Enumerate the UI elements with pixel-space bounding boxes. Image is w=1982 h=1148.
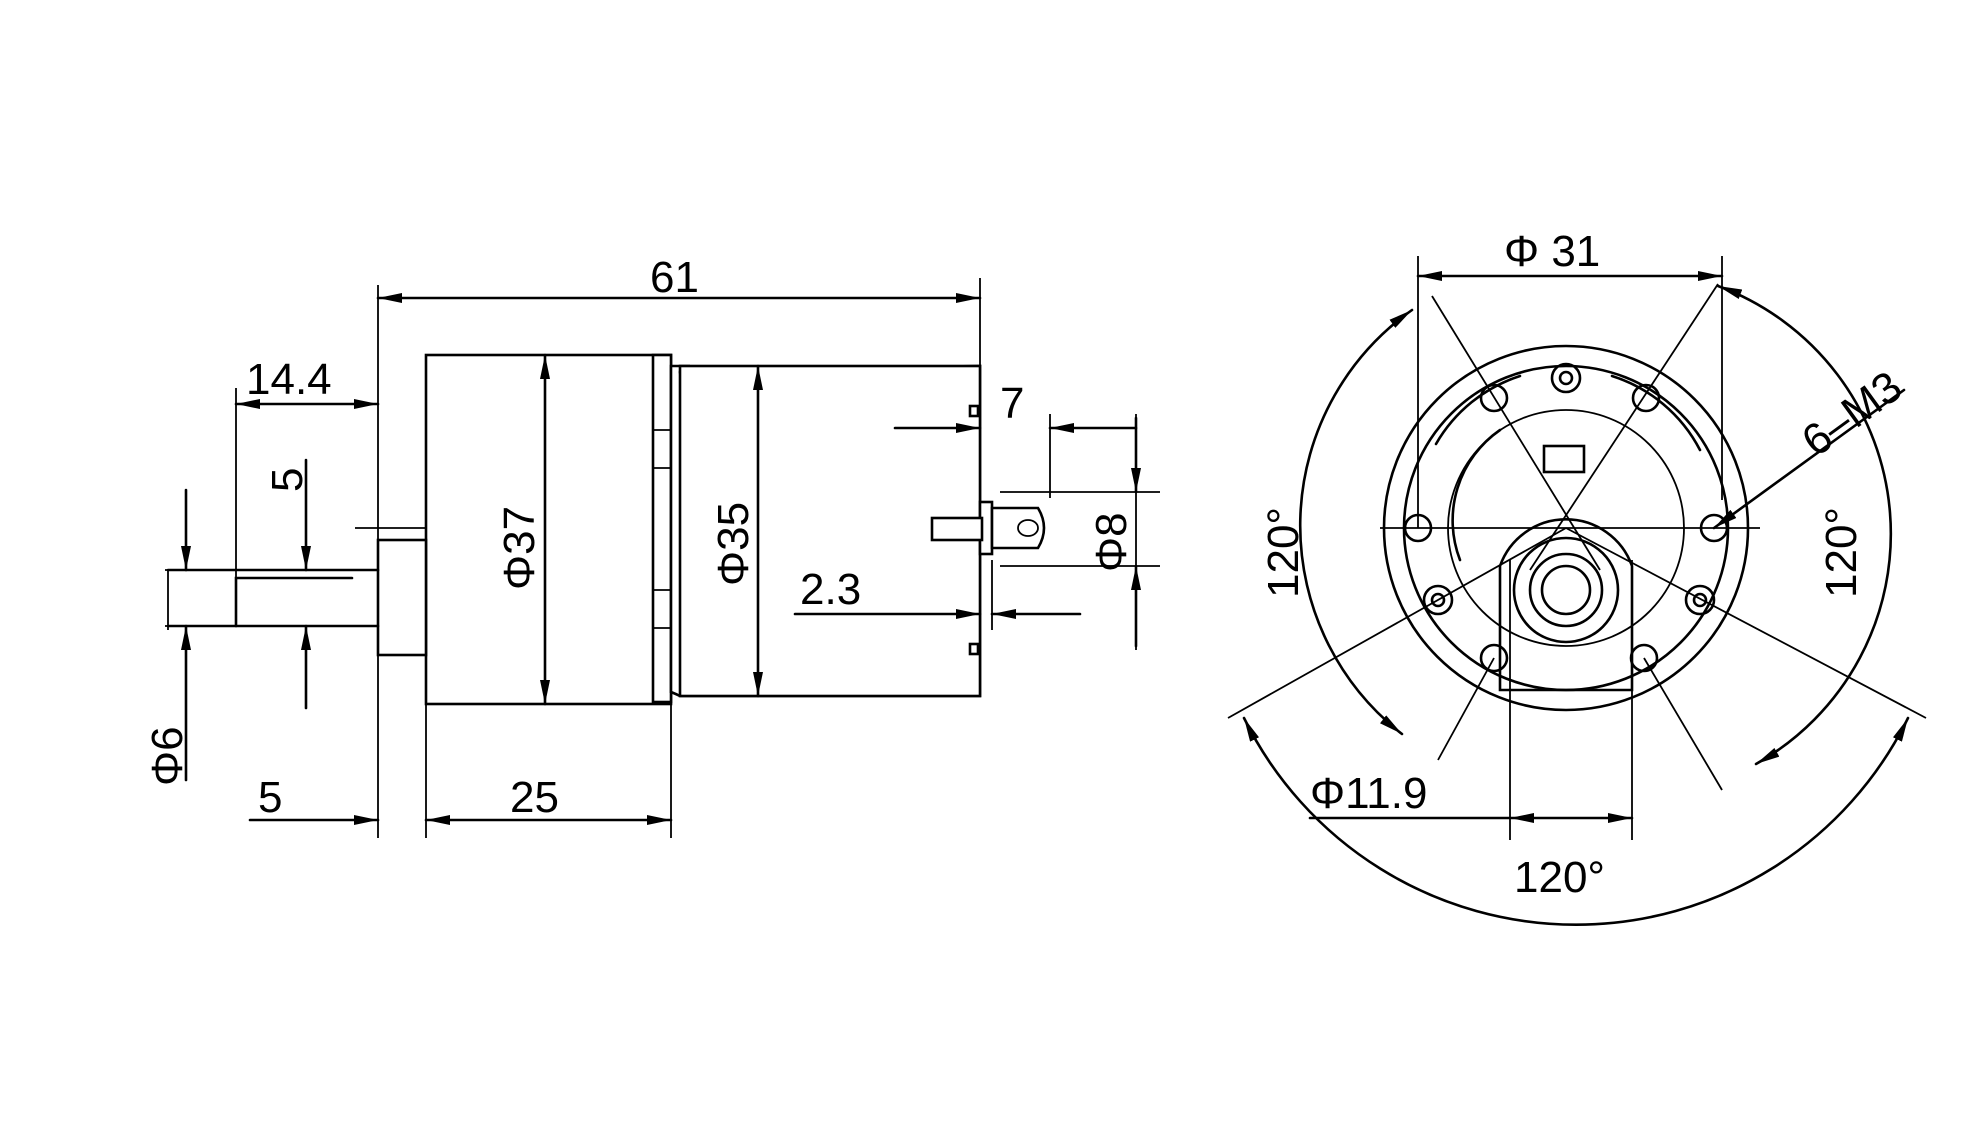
front-radial-line (1437, 657, 1495, 761)
bolt-hole-icon (1479, 383, 1509, 413)
terminal-notch (968, 404, 980, 418)
gearbox-body (424, 353, 673, 706)
bolt-hole-icon (1550, 362, 1582, 394)
terminal-stub (930, 516, 984, 542)
terminal-hole (1017, 519, 1039, 537)
front-view: Φ 31 6–M3 120° 120° 120° Φ11.9 (1227, 227, 1927, 926)
dim-angle-right (1716, 284, 1893, 766)
front-inner-arc (1610, 374, 1702, 452)
label-terminal-thickness: 2.3 (800, 565, 861, 614)
bolt-hole-icon (1422, 584, 1454, 616)
label-angle-right: 120° (1817, 507, 1866, 598)
bolt-hole-icon (1692, 592, 1708, 608)
front-radial-line (1431, 295, 1601, 571)
label-overall-length: 61 (650, 253, 699, 302)
bolt-hole-icon (1558, 370, 1574, 386)
label-shaft-offset: 14.4 (246, 355, 332, 404)
label-holes: 6–M3 (1793, 362, 1911, 466)
label-shaft-dia: Φ6 (143, 726, 192, 786)
label-motor-dia: Φ35 (709, 502, 758, 586)
label-rear: 7 (1000, 379, 1024, 428)
boss-circle (1512, 536, 1620, 644)
bolt-hole-icon (1684, 584, 1716, 616)
label-flat-depth: 5 (263, 468, 312, 492)
label-rear-boss-dia: Φ8 (1087, 512, 1136, 572)
terminal-notch (968, 642, 980, 656)
front-radial-line (1643, 657, 1723, 791)
gearbox-flange (651, 353, 673, 704)
dim-angle-bottom (1242, 716, 1910, 926)
label-boss-dia: Φ11.9 (1310, 769, 1427, 818)
dim-angle-left (1298, 308, 1414, 736)
label-angle-left: 120° (1259, 507, 1308, 598)
bolt-hole-icon (1631, 383, 1661, 413)
label-gearbox-dia: Φ37 (495, 506, 544, 590)
front-inner-arc (1434, 374, 1522, 446)
logo-mark (1542, 444, 1586, 474)
label-bolt-circle: Φ 31 (1504, 227, 1600, 276)
shaft-collar (376, 538, 428, 657)
bolt-hole-icon (1629, 643, 1659, 673)
boss-bore (1540, 564, 1592, 616)
label-collar: 5 (258, 773, 282, 822)
label-angle-bottom: 120° (1514, 853, 1605, 902)
bolt-hole-icon (1430, 592, 1446, 608)
boss-inner (1528, 552, 1604, 628)
shaft-flat (234, 576, 354, 628)
boss-outline (1498, 518, 1634, 692)
front-radial-line (1529, 283, 1719, 571)
side-view: 61 14.4 5 Φ6 5 25 Φ37 Φ35 7 Φ8 (143, 253, 1160, 838)
front-inner-arc (1451, 428, 1502, 562)
label-gearbox-length: 25 (510, 773, 559, 822)
bolt-hole-icon (1479, 643, 1509, 673)
